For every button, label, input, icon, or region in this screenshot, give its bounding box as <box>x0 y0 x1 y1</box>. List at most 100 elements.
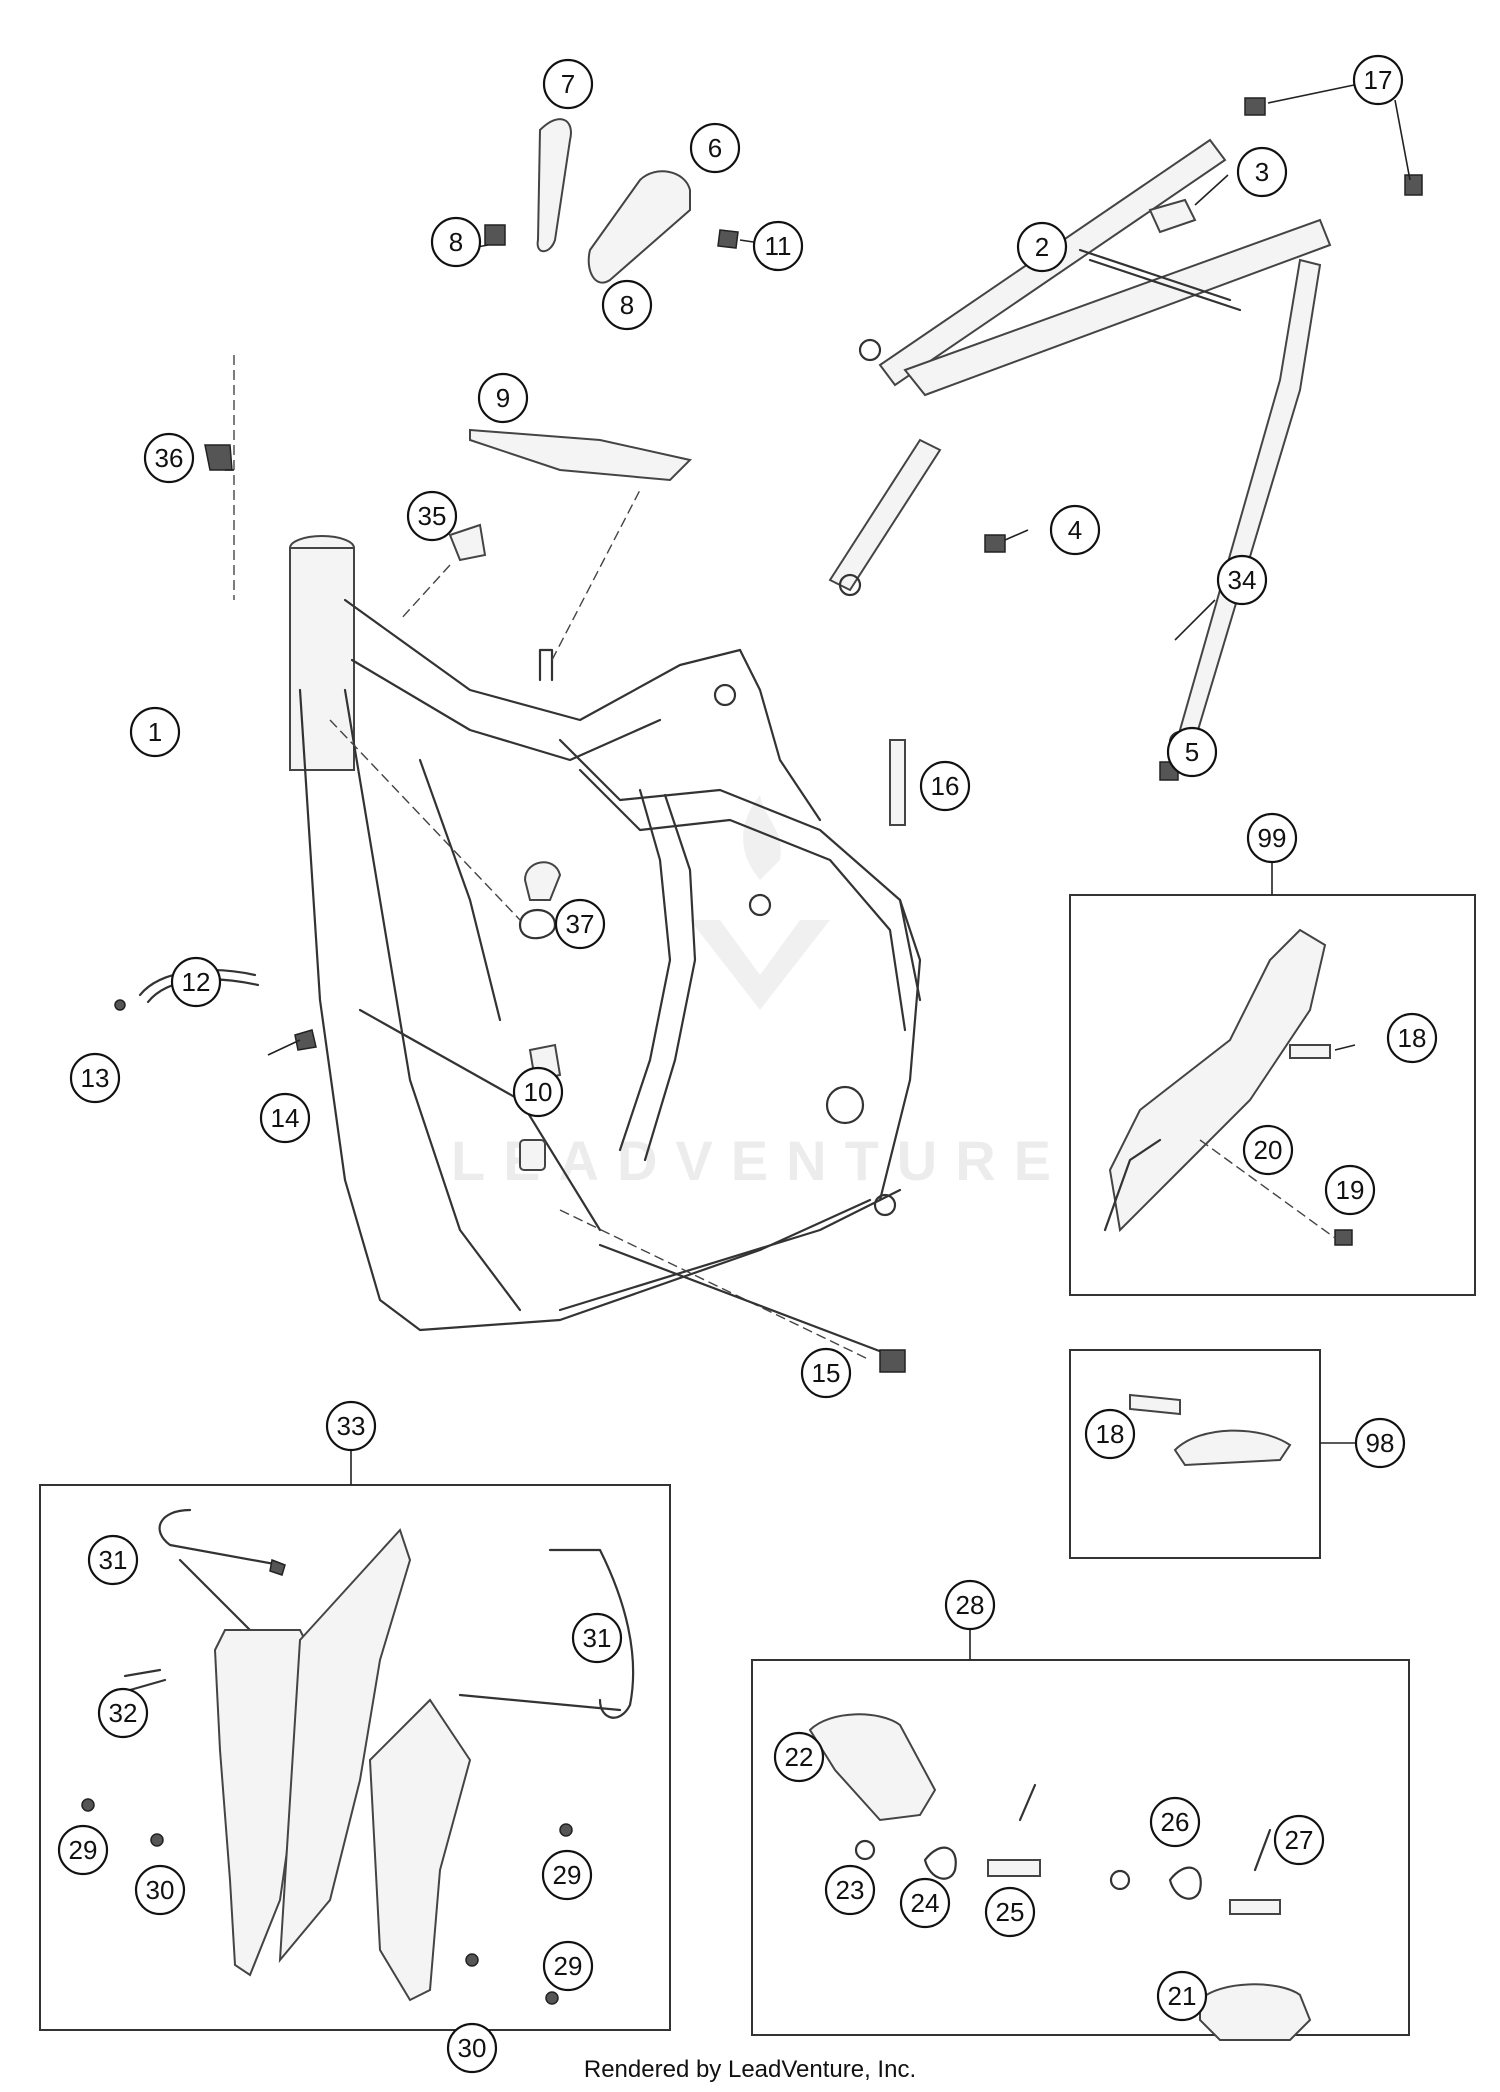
main-frame <box>233 355 922 1361</box>
callout-number: 27 <box>1285 1825 1314 1855</box>
callout-3: 3 <box>1236 146 1288 198</box>
callout-circle <box>170 956 222 1008</box>
callout-9: 9 <box>477 372 529 424</box>
callout-17: 17 <box>1352 54 1404 106</box>
callout-circle <box>512 1066 564 1118</box>
callout-2: 2 <box>1016 221 1068 273</box>
callout-number: 25 <box>996 1897 1025 1927</box>
group-boxes <box>39 857 1476 2036</box>
callout-30: 30 <box>134 1864 186 1916</box>
callout-number: 21 <box>1168 1981 1197 2011</box>
callout-circle <box>1216 554 1268 606</box>
callout-18: 18 <box>1386 1012 1438 1064</box>
callout-33: 33 <box>325 1400 377 1452</box>
callout-circle <box>1324 1164 1376 1216</box>
callout-circle <box>1016 221 1068 273</box>
callout-circle <box>1149 1796 1201 1848</box>
callout-number: 31 <box>583 1623 612 1653</box>
callout-number: 1 <box>148 717 162 747</box>
callout-circle <box>1352 54 1404 106</box>
callout-number: 19 <box>1336 1175 1365 1205</box>
callout-number: 14 <box>271 1103 300 1133</box>
callout-number: 29 <box>69 1835 98 1865</box>
callout-circle <box>919 760 971 812</box>
callout-13: 13 <box>69 1052 121 1104</box>
callout-circle <box>1354 1417 1406 1469</box>
callout-number: 20 <box>1254 1135 1283 1165</box>
callout-29: 29 <box>541 1849 593 1901</box>
callout-number: 35 <box>418 501 447 531</box>
callout-circle <box>571 1612 623 1664</box>
callout-number: 98 <box>1366 1428 1395 1458</box>
callout-circle <box>1242 1124 1294 1176</box>
callout-number: 22 <box>785 1742 814 1772</box>
callout-circle <box>87 1534 139 1586</box>
callout-circle <box>259 1092 311 1144</box>
callout-5: 5 <box>1166 726 1218 778</box>
callout-circle <box>752 220 804 272</box>
callout-circle <box>773 1731 825 1783</box>
callout-8: 8 <box>601 279 653 331</box>
callout-23: 23 <box>824 1864 876 1916</box>
callout-34: 34 <box>1216 554 1268 606</box>
kit-98-parts <box>1129 1393 1292 1467</box>
callout-circle <box>542 58 594 110</box>
callout-29: 29 <box>57 1824 109 1876</box>
callout-number: 31 <box>99 1545 128 1575</box>
footer-credit: Rendered by LeadVenture, Inc. <box>583 2056 917 2083</box>
callout-circle <box>944 1579 996 1631</box>
callout-circle <box>97 1687 149 1739</box>
kit-box-28 <box>751 1659 1410 2036</box>
callout-number: 8 <box>449 227 463 257</box>
callout-24: 24 <box>899 1877 951 1929</box>
callout-1: 1 <box>129 706 181 758</box>
callout-circle <box>446 2022 498 2074</box>
callout-number: 34 <box>1228 565 1257 595</box>
callout-circle <box>143 432 195 484</box>
callout-18: 18 <box>1084 1408 1136 1460</box>
callout-circle <box>554 898 606 950</box>
callout-number: 37 <box>566 909 595 939</box>
callout-number: 5 <box>1185 737 1199 767</box>
callout-number: 28 <box>956 1590 985 1620</box>
kit-box-98 <box>1069 1349 1321 1559</box>
callout-circle <box>541 1849 593 1901</box>
watermark-text: LEADVENTURE <box>451 1129 1069 1192</box>
callout-14: 14 <box>259 1092 311 1144</box>
rear-subframe <box>828 79 1423 826</box>
callout-number: 16 <box>931 771 960 801</box>
callout-number: 18 <box>1096 1419 1125 1449</box>
callout-number: 7 <box>561 69 575 99</box>
callout-circle <box>69 1052 121 1104</box>
callout-circle <box>1386 1012 1438 1064</box>
callout-22: 22 <box>773 1731 825 1783</box>
callout-32: 32 <box>97 1687 149 1739</box>
callout-number: 23 <box>836 1875 865 1905</box>
callout-circle <box>134 1864 186 1916</box>
callout-circle <box>1156 1970 1208 2022</box>
callout-26: 26 <box>1149 1796 1201 1848</box>
callout-19: 19 <box>1324 1164 1376 1216</box>
callout-4: 4 <box>1049 504 1101 556</box>
callout-28: 28 <box>944 1579 996 1631</box>
callout-circle <box>800 1347 852 1399</box>
callout-number: 17 <box>1364 65 1393 95</box>
callout-circle <box>1084 1408 1136 1460</box>
callout-circle <box>406 490 458 542</box>
callout-number: 30 <box>458 2033 487 2063</box>
leaders <box>225 174 1356 1056</box>
callout-99: 99 <box>1246 812 1298 864</box>
callout-31: 31 <box>571 1612 623 1664</box>
callout-circle <box>601 279 653 331</box>
callout-circle <box>1273 1814 1325 1866</box>
callout-10: 10 <box>512 1066 564 1118</box>
callout-number: 13 <box>81 1063 110 1093</box>
callout-8: 8 <box>430 216 482 268</box>
callout-37: 37 <box>554 898 606 950</box>
callout-number: 26 <box>1161 1807 1190 1837</box>
callout-circle <box>1049 504 1101 556</box>
callout-number: 2 <box>1035 232 1049 262</box>
callout-number: 33 <box>337 1411 366 1441</box>
